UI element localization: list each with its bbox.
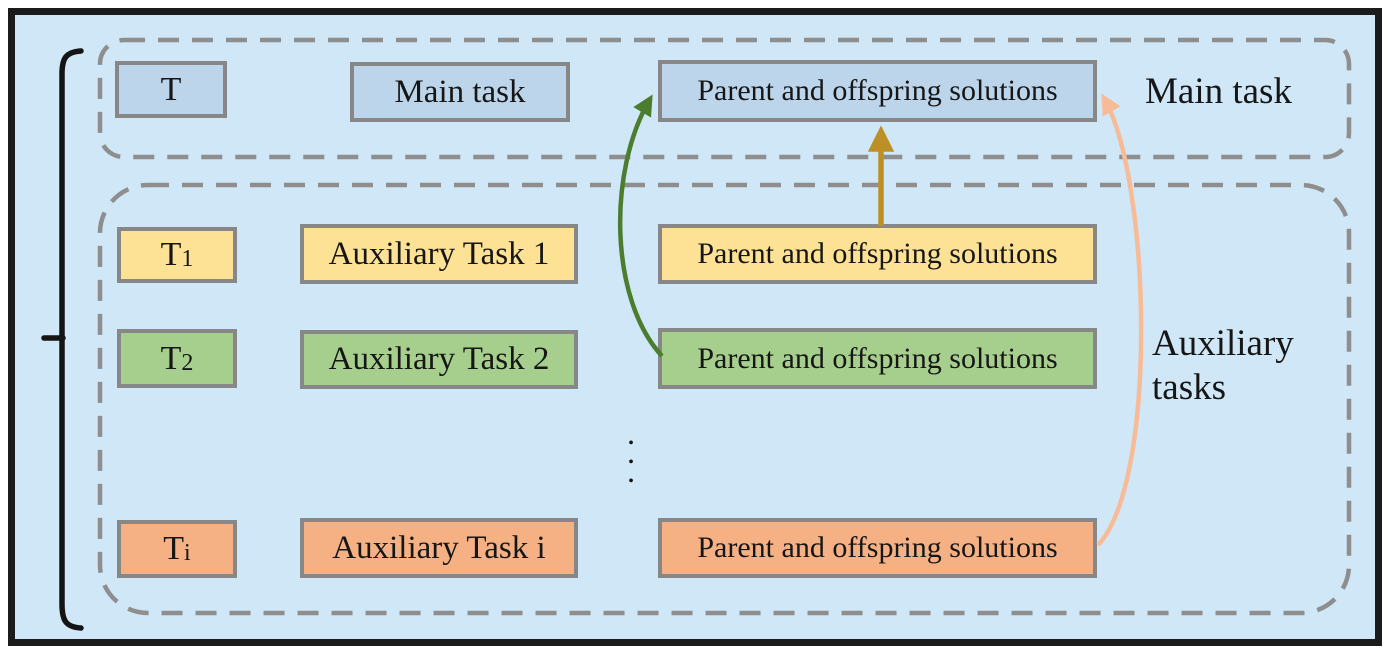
aux-task-i-solutions-box: Parent and offspring solutions xyxy=(658,518,1097,578)
main-group-label: Main task xyxy=(1145,71,1292,112)
main-task-solutions-box: Parent and offspring solutions xyxy=(658,60,1097,122)
aux-group-label: Auxiliary tasks xyxy=(1152,323,1294,408)
main-task-name-box: Main task xyxy=(350,62,570,122)
main-task-tag-box: T xyxy=(115,61,227,118)
aux-task-2-name-box: Auxiliary Task 2 xyxy=(300,330,578,389)
vertical-ellipsis: • • • xyxy=(628,435,634,490)
aux-task-i-name-box: Auxiliary Task i xyxy=(300,518,578,578)
main-task-tag-label: T xyxy=(160,70,182,108)
aux-task-2-tag-label: T xyxy=(160,339,182,377)
aux-task-1-name-box: Auxiliary Task 1 xyxy=(300,224,578,284)
aux-task-2-solutions-box: Parent and offspring solutions xyxy=(658,328,1097,389)
aux-task-i-tag-label: T xyxy=(163,530,185,567)
aux-task-1-solutions-box: Parent and offspring solutions xyxy=(658,224,1097,284)
aux-task-1-tag-label: T xyxy=(160,236,182,273)
